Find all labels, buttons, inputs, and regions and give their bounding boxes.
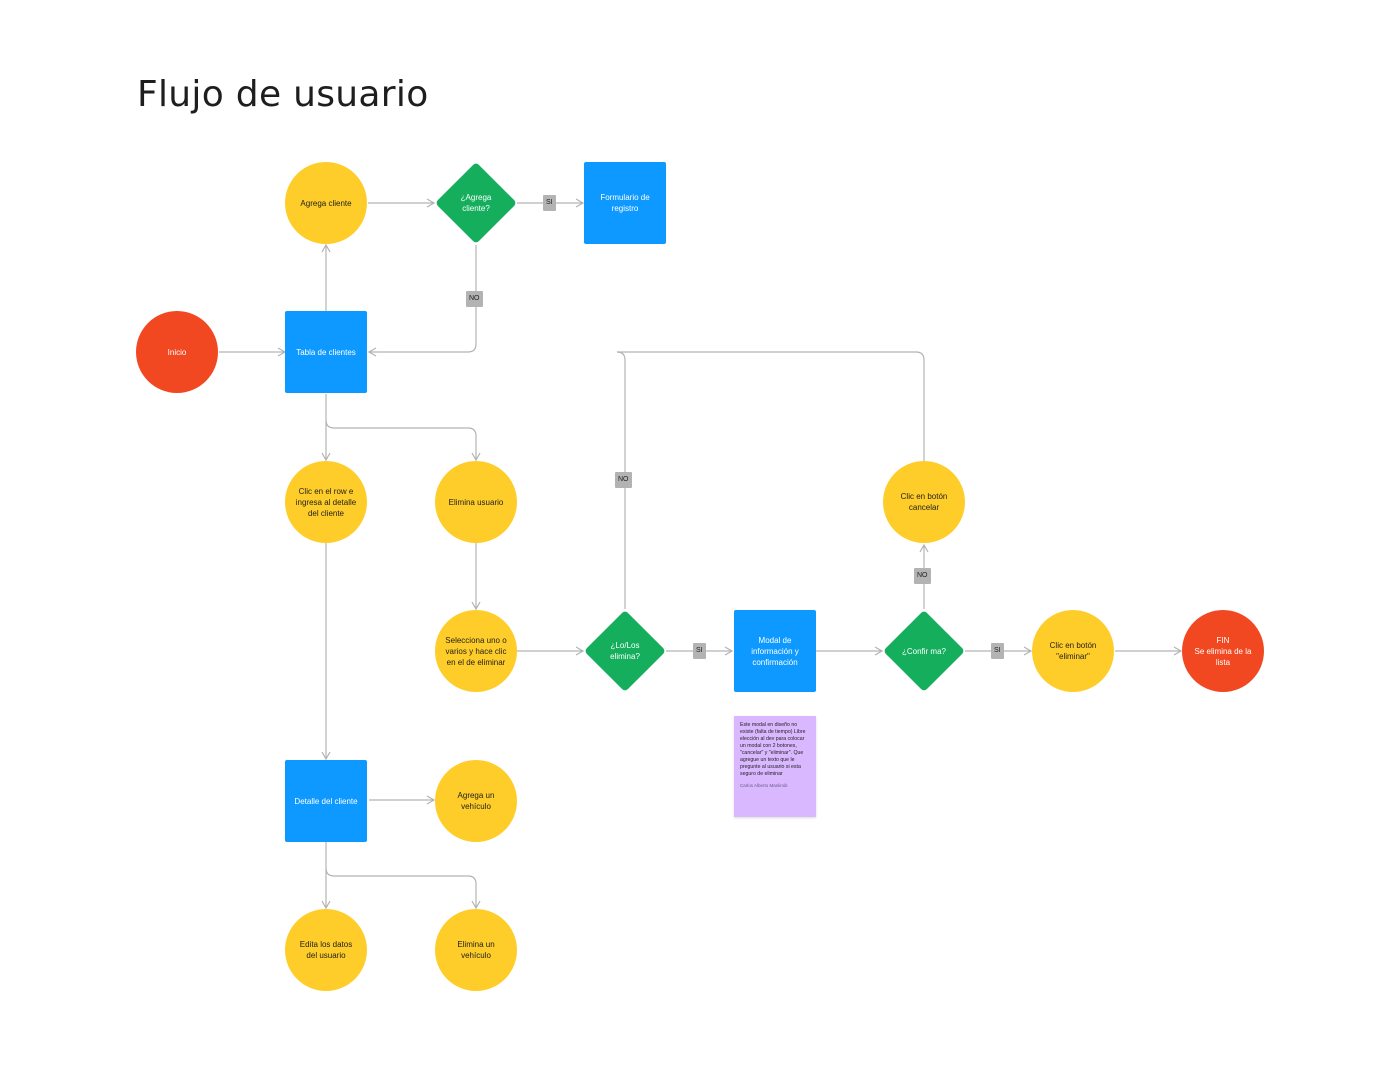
connector-label-no: NO — [914, 568, 931, 584]
registration-form-label: Formulario de registro — [600, 193, 650, 213]
edge-cancelar-tabla — [617, 351, 925, 461]
cancel-click-node: Clic en botón cancelar — [883, 461, 965, 543]
client-detail-label: Detalle del cliente — [294, 796, 358, 806]
delete-user-label: Elimina usuario — [448, 497, 504, 507]
delete-user-node: Elimina usuario — [435, 461, 517, 543]
add-client-decision-label: ¿Agrega cliente? — [460, 193, 492, 213]
confirm-modal-label: Modal de información y confirmación — [751, 635, 799, 667]
sticky-note-author: Carlos Alberto Manlimib — [740, 783, 788, 788]
confirm-decision-label: ¿Confir ma? — [901, 646, 946, 656]
sticky-note-text: Este modal en diseño no existe (falta de… — [740, 722, 806, 777]
page-title: Flujo de usuario — [137, 74, 429, 115]
edge-decision-no-tabla — [367, 245, 477, 357]
row-click-label: Clic en el row e ingresa al detalle del … — [295, 486, 357, 518]
clients-table-node: Tabla de clientes — [285, 311, 367, 393]
edge-detalle-elimina-vehiculo — [325, 867, 481, 910]
connector-label-si: SI — [991, 643, 1004, 659]
add-vehicle-node: Agrega un vehículo — [435, 760, 517, 842]
edit-user-data-label: Edita los datos del usuario — [299, 940, 353, 960]
client-detail-node: Detalle del cliente — [285, 760, 367, 842]
sticky-note: Este modal en diseño no existe (falta de… — [734, 716, 816, 817]
end-node-label: Se elimina de la lista — [1194, 646, 1252, 667]
edge-tabla-elimina — [325, 419, 481, 462]
connector-label-si: SI — [693, 643, 706, 659]
delete-vehicle-node: Elimina un vehículo — [435, 909, 517, 991]
connector-label-no: NO — [466, 291, 483, 307]
row-click-node: Clic en el row e ingresa al detalle del … — [285, 461, 367, 543]
delete-click-node: Clic en botón "eliminar" — [1032, 610, 1114, 692]
delete-click-label: Clic en botón "eliminar" — [1049, 641, 1097, 661]
end-node-title: FIN — [1216, 635, 1230, 645]
connector-label-si: SI — [543, 195, 556, 211]
registration-form-node: Formulario de registro — [584, 162, 666, 244]
delete-vehicle-label: Elimina un vehículo — [457, 940, 495, 960]
confirm-modal-node: Modal de información y confirmación — [734, 610, 816, 692]
start-node: Inicio — [136, 311, 218, 393]
select-delete-label: Selecciona uno o varios y hace clic en e… — [445, 635, 507, 667]
start-node-label: Inicio — [167, 347, 187, 357]
select-delete-node: Selecciona uno o varios y hace clic en e… — [435, 610, 517, 692]
confirm-decision: ¿Confir ma? — [882, 609, 966, 693]
delete-decision: ¿Lo/Los elimina? — [583, 609, 667, 693]
cancel-click-label: Clic en botón cancelar — [900, 492, 948, 512]
delete-decision-label: ¿Lo/Los elimina? — [610, 641, 640, 661]
add-vehicle-label: Agrega un vehículo — [457, 791, 495, 811]
add-client-node: Agrega cliente — [285, 162, 367, 244]
add-client-label: Agrega cliente — [300, 198, 352, 208]
clients-table-label: Tabla de clientes — [296, 347, 356, 357]
add-client-decision: ¿Agrega cliente? — [434, 161, 518, 245]
connector-label-no: NO — [615, 472, 632, 488]
edit-user-data-node: Edita los datos del usuario — [285, 909, 367, 991]
